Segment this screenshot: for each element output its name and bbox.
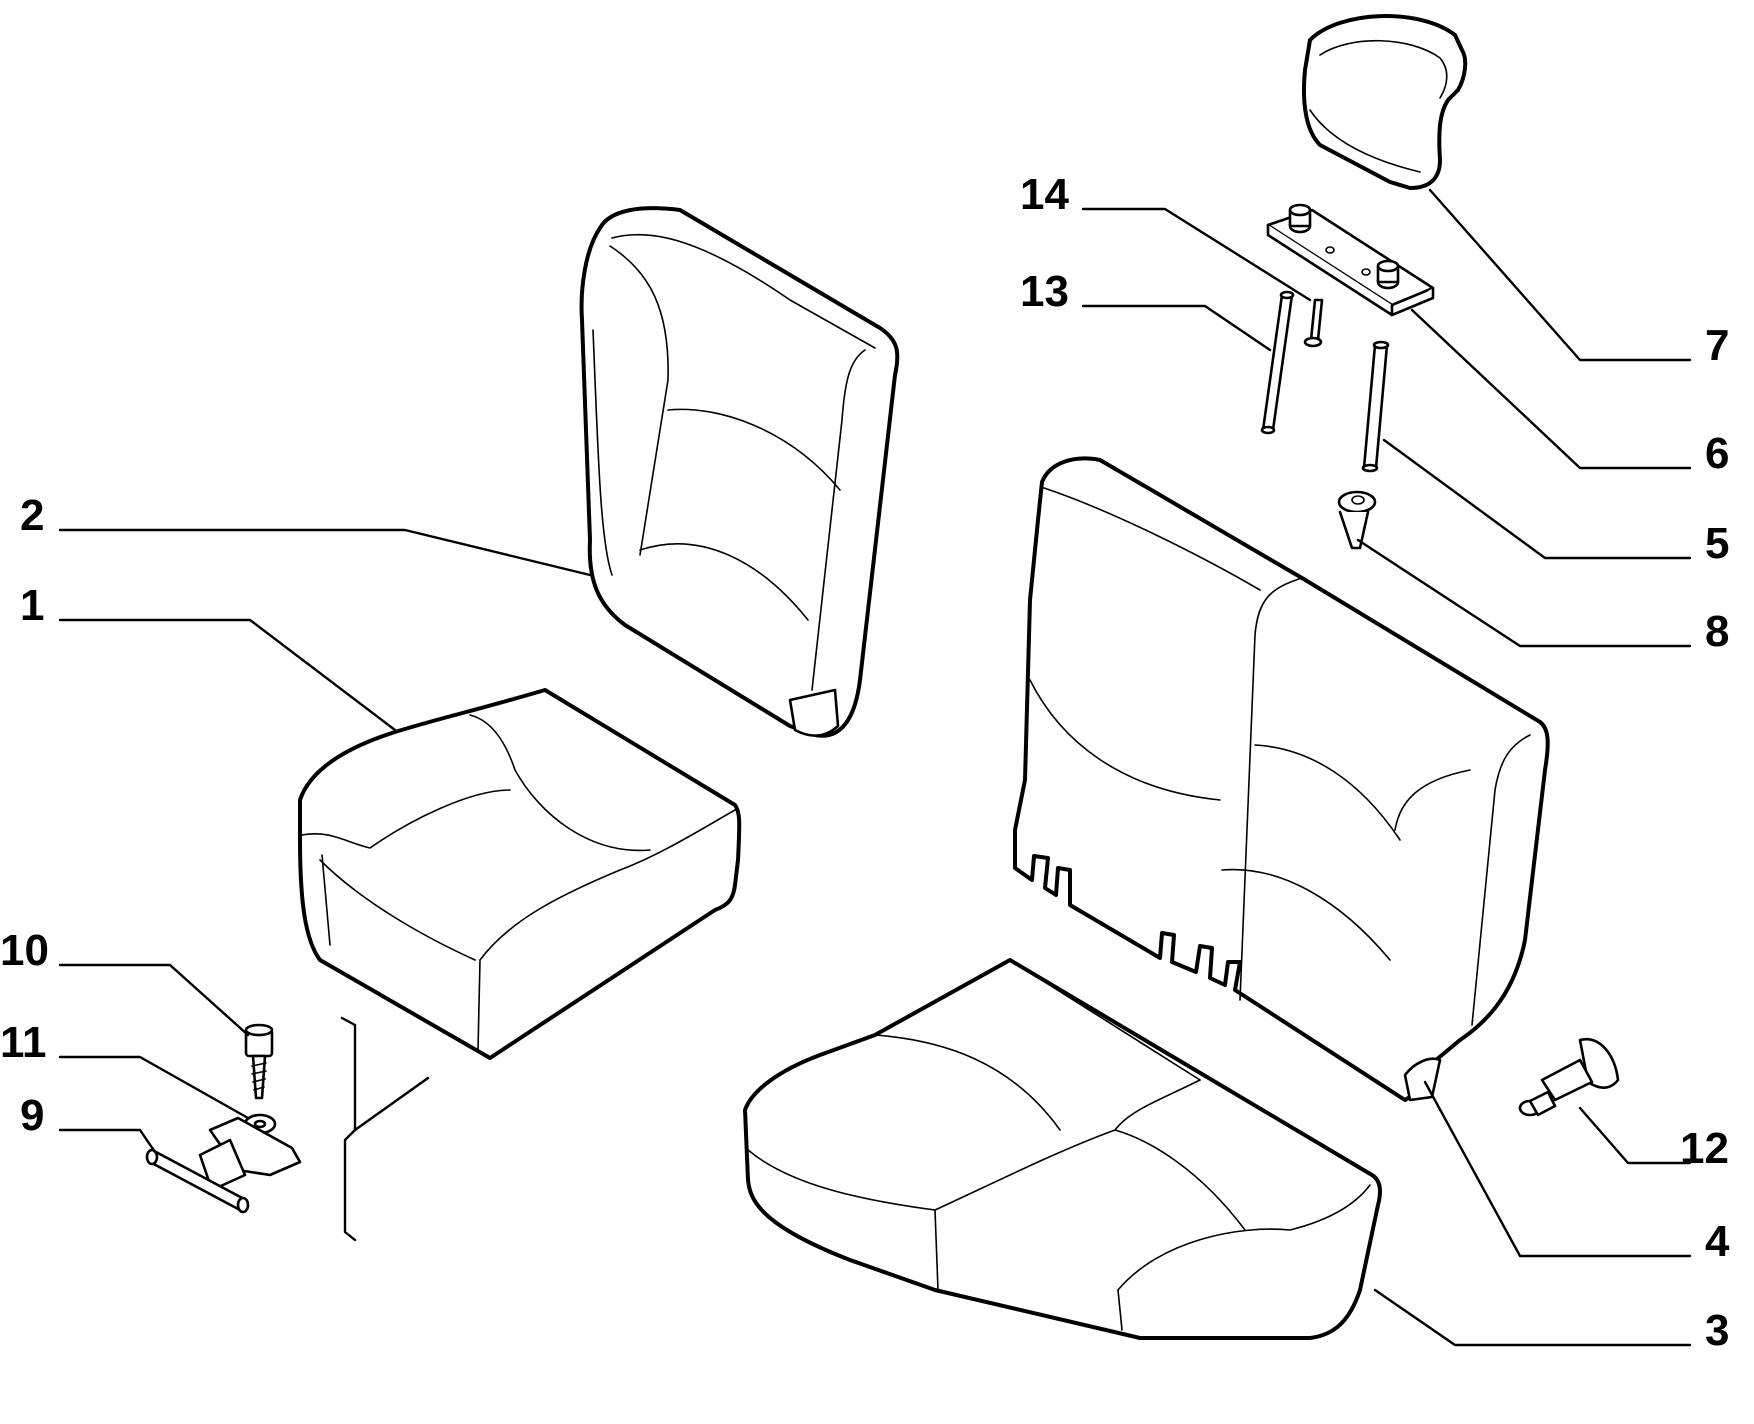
leader-13	[1081, 304, 1272, 352]
part-13-guide-pin	[1260, 290, 1295, 435]
part-6-bracket-plate	[1266, 203, 1435, 317]
leader-8	[1356, 538, 1692, 648]
callout-7: 7	[1705, 321, 1729, 370]
part-7-headrest	[1301, 14, 1468, 190]
leader-14	[1081, 207, 1312, 302]
leader-4	[1423, 1080, 1692, 1258]
callout-13: 13	[1020, 267, 1069, 316]
leader-12	[1578, 1106, 1692, 1165]
part-12-plug	[1518, 1037, 1620, 1117]
callout-8: 8	[1705, 607, 1729, 656]
callout-11: 11	[0, 1018, 47, 1067]
callout-3: 3	[1705, 1306, 1729, 1355]
section-bracket-lines	[340, 1016, 430, 1242]
part-4-bench-backrest	[1013, 456, 1550, 1102]
leader-2	[58, 528, 592, 577]
callout-10: 10	[0, 926, 49, 975]
part-5-guide-sleeve	[1361, 340, 1390, 473]
part-9-hinge-bracket	[145, 1116, 302, 1214]
leader-6	[1410, 308, 1692, 470]
callout-14: 14	[1020, 170, 1069, 219]
part-8-push-button	[1337, 490, 1377, 550]
callout-6: 6	[1705, 429, 1729, 478]
callout-2: 2	[20, 491, 44, 540]
callout-5: 5	[1705, 519, 1729, 568]
leader-10	[58, 963, 250, 1037]
leader-3	[1373, 1288, 1692, 1347]
callout-1: 1	[20, 581, 44, 630]
callout-4: 4	[1705, 1217, 1730, 1266]
leader-5	[1382, 438, 1692, 560]
leader-7	[1428, 188, 1692, 362]
part-1-single-cushion	[298, 688, 742, 1060]
leader-11	[58, 1055, 250, 1120]
callout-numbers: 1 2 3 4 5 6 7 8 9 10 11 12 13 14	[0, 170, 1730, 1355]
part-14-screw	[1303, 298, 1324, 348]
part-3-bench-cushion	[743, 958, 1382, 1340]
leader-1	[58, 618, 397, 732]
callout-12: 12	[1680, 1124, 1729, 1173]
leader-lines	[58, 188, 1692, 1347]
part-2-single-backrest	[579, 206, 900, 738]
leader-9	[58, 1128, 157, 1154]
callout-9: 9	[20, 1091, 44, 1140]
part-10-bolt	[244, 1023, 274, 1100]
